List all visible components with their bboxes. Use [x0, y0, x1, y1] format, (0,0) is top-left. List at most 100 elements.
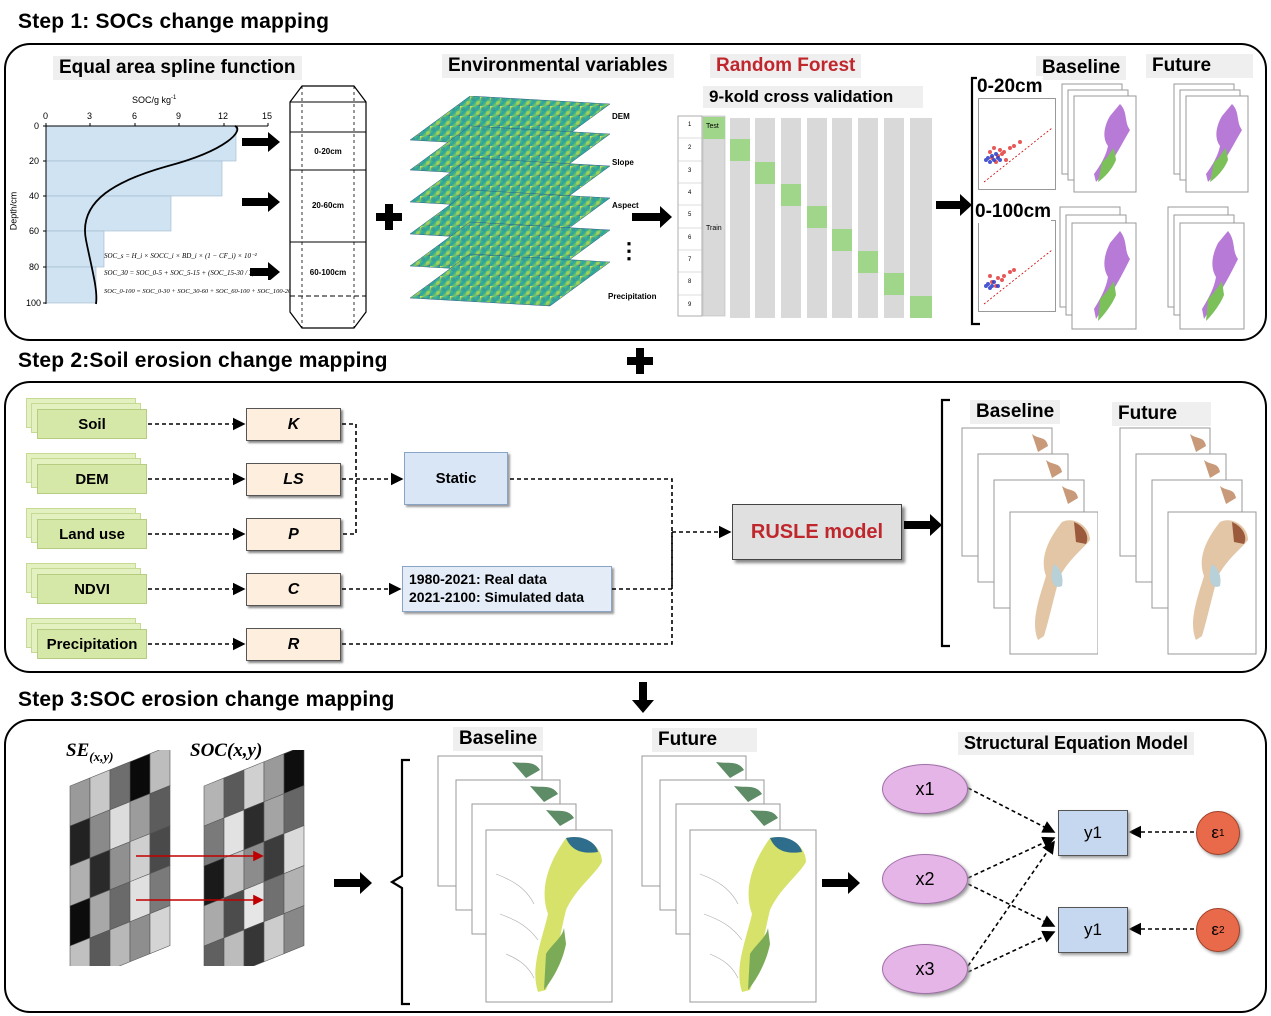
env-dem: DEM — [612, 112, 630, 121]
factor-k: K — [246, 408, 341, 441]
static-box: Static — [404, 452, 508, 505]
soc-tick-2: 6 — [132, 111, 138, 121]
soc-tick-4: 12 — [218, 111, 229, 121]
sem-error-1-symbol: ε — [1211, 823, 1220, 842]
cv-fold-8: 8 — [688, 279, 692, 285]
step3-future: Future — [652, 728, 758, 752]
bracket-icon — [389, 758, 410, 1006]
cv-test-label: Test — [706, 123, 719, 130]
spline-bar-2 — [45, 160, 223, 197]
equation-1: SOC_s = H_i × SOCC_i × BD_i × (1 − CF_i)… — [104, 252, 257, 260]
env-layer-stack — [410, 96, 611, 307]
layer-60-100: 60-100cm — [309, 268, 347, 277]
se-label: SE(x,y) — [66, 740, 113, 765]
map-stack-future-0-20 — [1173, 83, 1249, 193]
input-soil: Soil — [37, 409, 147, 439]
se-label-sub: (x,y) — [89, 748, 114, 764]
step1-title: Step 1: SOCs change mapping — [18, 10, 330, 33]
map-stack-soc-erosion-baseline — [437, 755, 613, 1003]
depth-tick-4: 80 — [29, 262, 40, 272]
depth-axis-label: Depth/cm — [8, 191, 19, 231]
arrow-right-icon — [334, 872, 372, 894]
equation-3: SOC_0-100 = SOC_0-30 + SOC_30-60 + SOC_6… — [104, 288, 340, 295]
step1-future: Future — [1146, 54, 1254, 78]
spline-bar-5 — [45, 266, 97, 304]
env-title: Environmental variables — [442, 54, 674, 78]
sem-node-x1: x1 — [882, 764, 968, 814]
spline-title: Equal area spline function — [53, 56, 302, 80]
depth-tick-3: 60 — [29, 226, 40, 236]
cv-fold-6: 6 — [688, 235, 692, 241]
step2-future: Future — [1112, 402, 1212, 426]
step1-baseline: Baseline — [1036, 56, 1127, 80]
env-precipitation: Precipitation — [608, 292, 657, 301]
env-ellipsis: ⋮ — [618, 238, 640, 263]
env-aspect: Aspect — [612, 201, 639, 210]
cv-train-label: Train — [706, 225, 722, 232]
layer-20-60: 20-60cm — [311, 201, 345, 210]
cv-fold-2: 2 — [688, 145, 692, 151]
map-stack-soc-erosion-future — [641, 755, 817, 1003]
plus-icon — [627, 348, 653, 374]
data-period-box: 1980-2021: Real data 2021-2100: Simulate… — [402, 566, 612, 612]
data-period-simulated: 2021-2100: Simulated data — [409, 589, 585, 605]
cv-fold-4: 4 — [688, 190, 692, 196]
factor-r: R — [246, 628, 341, 661]
scatter-0-100 — [978, 220, 1056, 312]
env-slope: Slope — [612, 158, 634, 167]
depth-tick-2: 40 — [29, 191, 40, 201]
depth-tick-1: 20 — [29, 156, 40, 166]
cv-title: 9-kold cross validation — [703, 86, 924, 108]
rf-title: Random Forest — [710, 54, 862, 78]
plus-icon — [376, 204, 402, 230]
input-land-use: Land use — [37, 519, 147, 549]
arrow-right-icon — [904, 514, 942, 536]
input-dem: DEM — [37, 464, 147, 494]
cv-fold-5: 5 — [688, 212, 692, 218]
soil-prism — [289, 85, 367, 329]
depth-tick-0: 0 — [34, 121, 40, 131]
layer-0-20: 0-20cm — [314, 147, 342, 156]
factor-c: C — [246, 573, 341, 606]
step2-baseline: Baseline — [970, 400, 1061, 424]
cv-grid — [677, 115, 932, 318]
raster-grids — [69, 750, 305, 966]
spline-bar-3 — [45, 195, 172, 232]
arrow-right-icon — [632, 206, 672, 228]
soc-tick-3: 9 — [176, 111, 182, 121]
step2-connectors — [148, 417, 732, 651]
spline-bar-1 — [45, 125, 237, 162]
data-period-real: 1980-2021: Real data — [409, 571, 547, 587]
depth-label-0-20: 0-20cm — [977, 76, 1043, 98]
cv-fold-7: 7 — [688, 257, 692, 263]
map-stack-future-0-100 — [1167, 206, 1245, 330]
bracket-icon — [970, 76, 980, 326]
soc-label: SOC(x,y) — [190, 740, 263, 761]
factor-ls: LS — [246, 463, 341, 496]
depth-tick-5: 100 — [26, 298, 42, 308]
soc-axis-label: SOC/g kg — [132, 95, 172, 105]
spline-curve — [84, 125, 239, 305]
rusle-model-box: RUSLE model — [732, 504, 902, 560]
arrow-right-icon — [936, 194, 972, 216]
se-label-main: SE — [66, 740, 90, 761]
scatter-0-20 — [978, 98, 1056, 190]
step3-baseline: Baseline — [453, 727, 544, 751]
spline-chart — [43, 123, 269, 305]
map-stack-baseline-0-20 — [1061, 83, 1137, 193]
cv-fold-3: 3 — [688, 168, 692, 174]
spline-bar-4 — [45, 230, 105, 268]
sem-error-1-sub: 1 — [1219, 827, 1225, 839]
soc-axis-sup: -1 — [171, 95, 177, 101]
sem-error-2-symbol: ε — [1211, 920, 1220, 939]
arrow-down-icon — [632, 682, 654, 713]
spline-bars — [45, 125, 237, 304]
sem-node-y1-top: y1 — [1058, 810, 1128, 856]
sem-node-x3: x3 — [882, 944, 968, 994]
soc-tick-5: 15 — [262, 111, 273, 121]
equation-2: SOC_30 = SOC_0-5 + SOC_5-15 + (SOC_15-30… — [104, 269, 255, 277]
cv-fold-9: 9 — [688, 302, 692, 308]
map-stack-erosion-baseline — [961, 427, 1098, 655]
